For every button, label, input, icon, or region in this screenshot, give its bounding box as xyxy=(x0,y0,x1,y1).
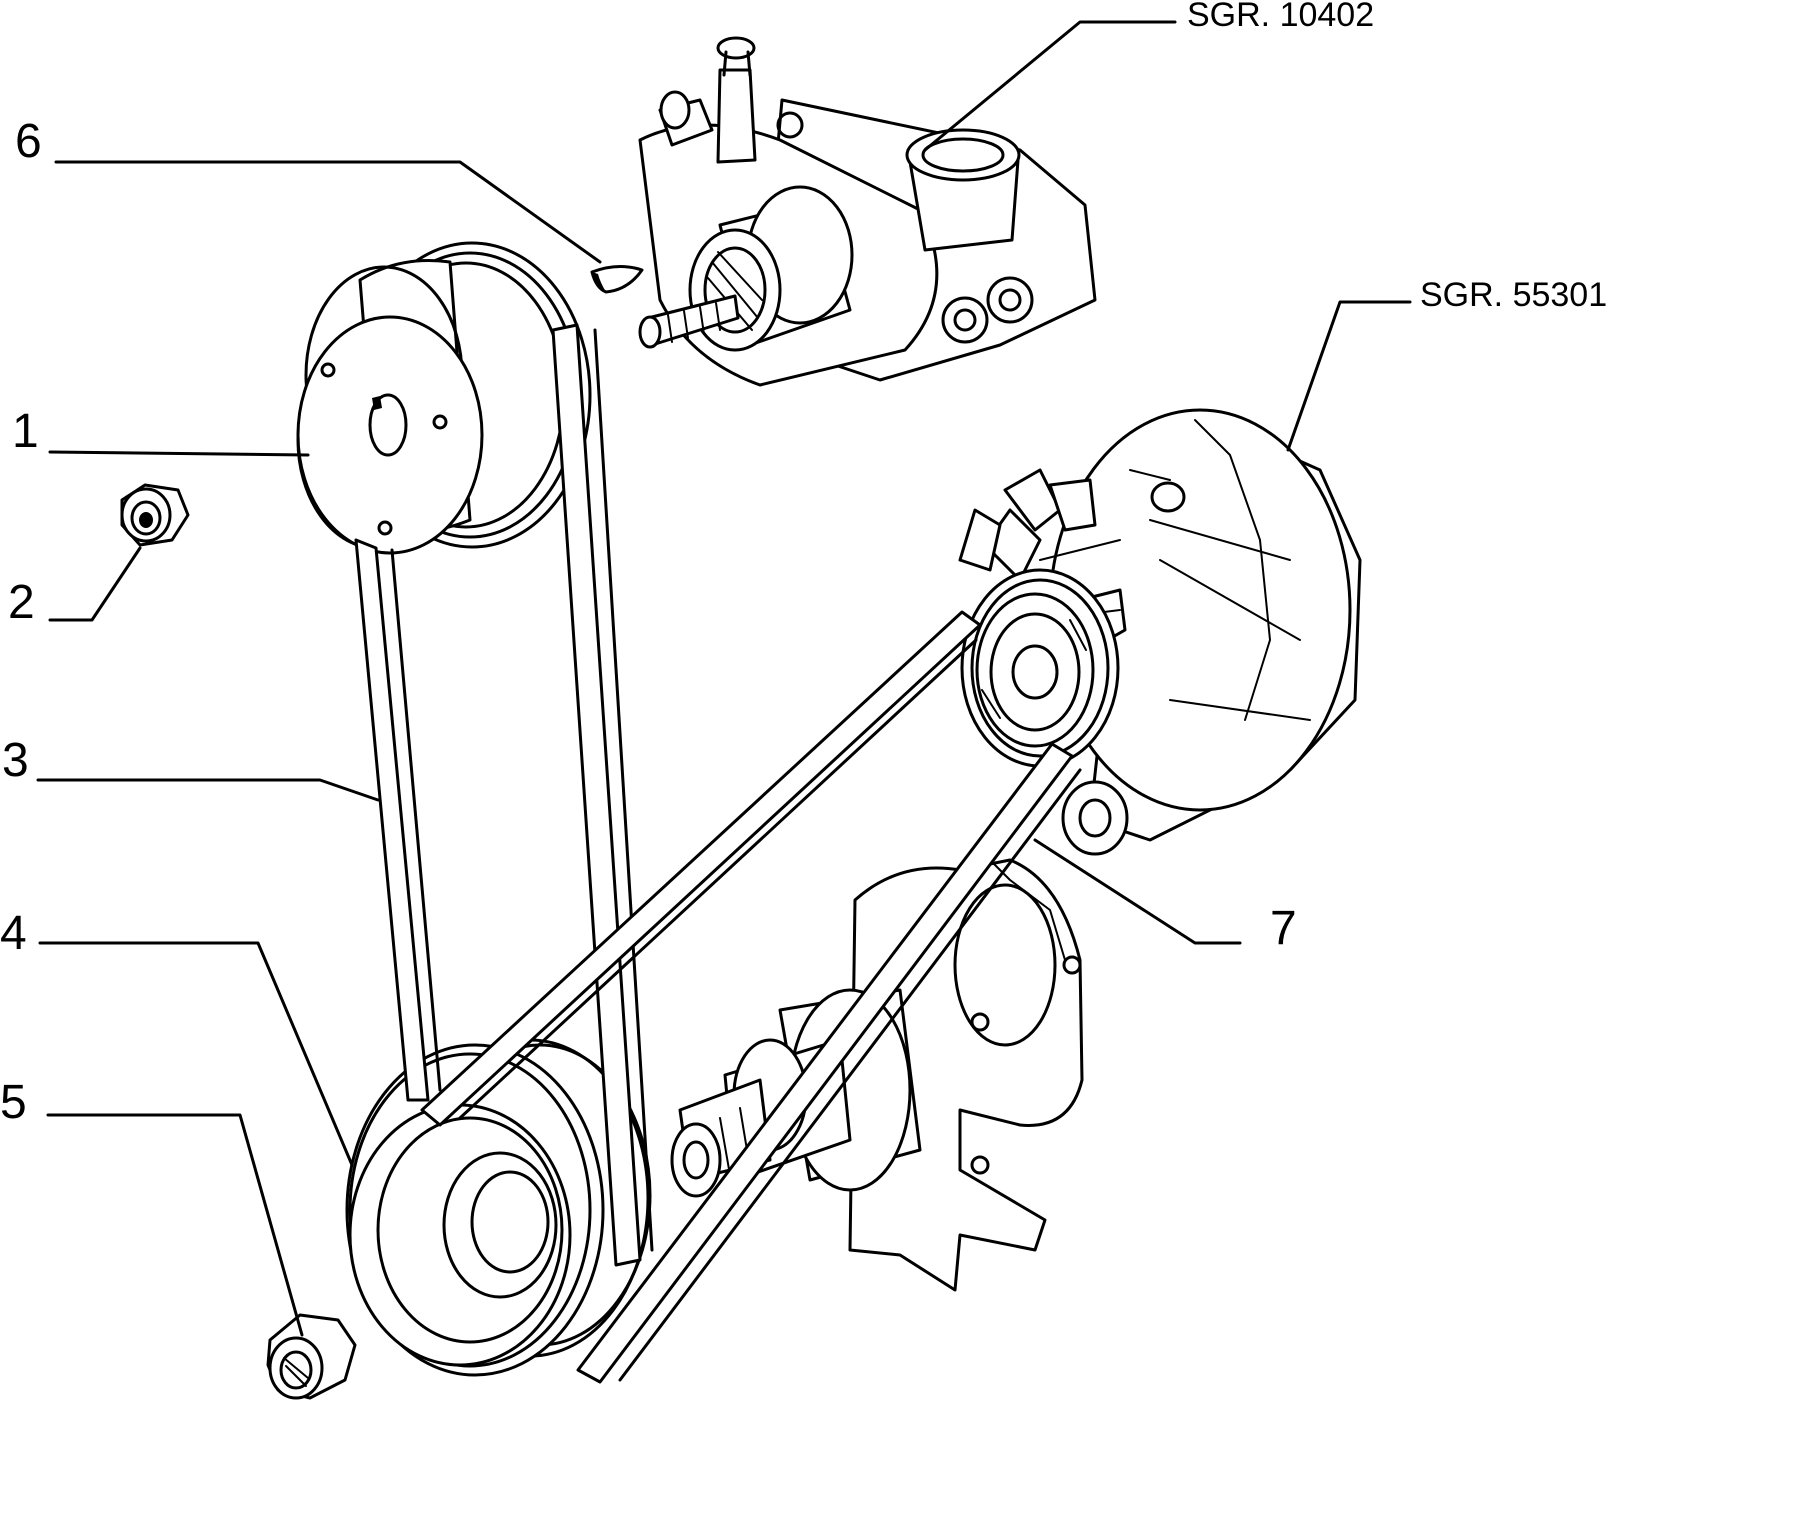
water-pump-belt xyxy=(354,323,654,1267)
woodruff-key xyxy=(590,265,644,294)
leader-6 xyxy=(54,160,602,264)
leader-sgr-55301 xyxy=(1286,300,1412,452)
lower-nut xyxy=(266,1313,357,1400)
alternator xyxy=(958,408,1362,856)
upper-nut xyxy=(120,483,190,547)
leader-1 xyxy=(48,450,310,457)
leader-2 xyxy=(48,546,142,622)
leader-5 xyxy=(46,1113,304,1337)
label-5: 5 xyxy=(0,1076,27,1129)
label-7: 7 xyxy=(1270,902,1297,955)
crankshaft-pulley xyxy=(345,1038,652,1377)
label-2: 2 xyxy=(8,576,35,629)
label-sgr-10402: SGR. 10402 xyxy=(1187,0,1374,34)
labels: 1 2 3 4 5 6 7 SGR. 10402 SGR. 55301 xyxy=(0,0,1607,1129)
label-1: 1 xyxy=(12,405,39,458)
label-4: 4 xyxy=(0,907,27,960)
label-6: 6 xyxy=(15,115,42,168)
label-sgr-55301: SGR. 55301 xyxy=(1420,276,1607,314)
label-3: 3 xyxy=(2,734,29,787)
leader-lines xyxy=(36,20,1412,1337)
water-pump-pulley xyxy=(296,241,592,555)
engine-block-fragment xyxy=(670,858,1084,1292)
water-pump xyxy=(638,36,1097,387)
leader-3 xyxy=(36,778,380,802)
alternator-belt xyxy=(420,610,1082,1384)
leader-4 xyxy=(38,941,354,1167)
leader-7 xyxy=(1033,838,1242,945)
leader-sgr-10402 xyxy=(923,20,1177,152)
